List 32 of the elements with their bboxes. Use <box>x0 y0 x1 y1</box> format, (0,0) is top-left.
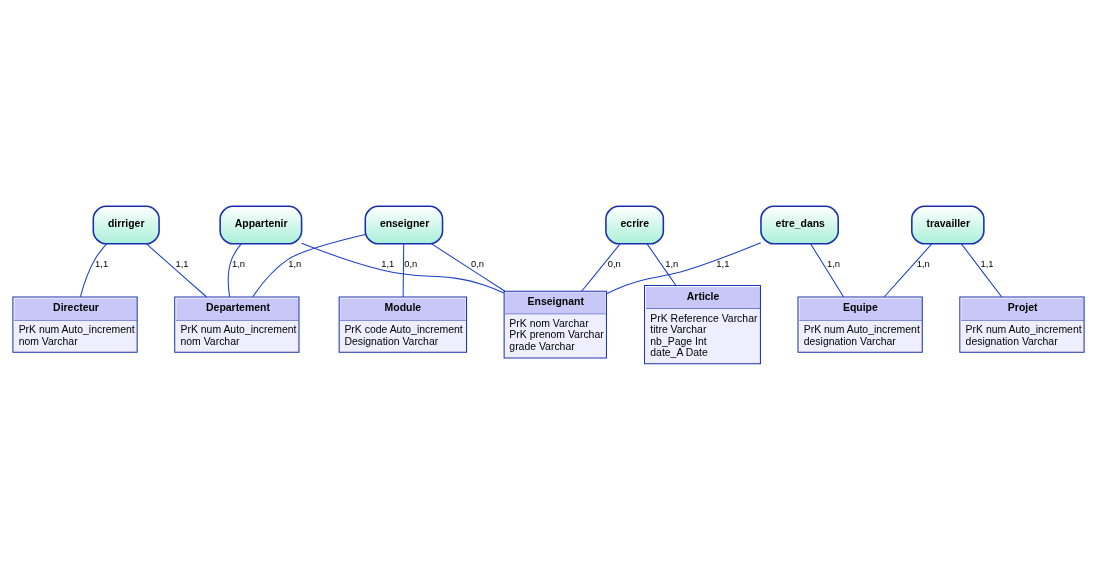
connector <box>402 243 405 298</box>
connector <box>79 243 108 298</box>
connector <box>431 243 506 292</box>
node-box: ecrire <box>605 205 665 245</box>
connector <box>252 234 366 298</box>
connector <box>646 243 677 286</box>
edge-label: 0,n <box>404 257 418 269</box>
connector <box>581 243 621 292</box>
node-box: etre_dans <box>760 205 839 245</box>
edge-label: 1,1 <box>716 257 730 269</box>
connector <box>960 243 1003 298</box>
connector <box>227 243 242 298</box>
node-box: dirriger <box>92 205 160 245</box>
connector <box>606 242 762 295</box>
node-box: enseigner <box>364 205 444 245</box>
connector <box>810 243 845 298</box>
edge-label: 1,1 <box>381 257 395 269</box>
node-box: travailler <box>911 205 985 245</box>
edge-label: 1,1 <box>95 257 109 269</box>
edge-label: 0,n <box>607 257 621 269</box>
edge-label: 1,n <box>231 257 245 269</box>
edge-label: 1,n <box>916 257 930 269</box>
edge-label: 1,n <box>288 257 302 269</box>
node-box: Appartenir <box>219 205 303 245</box>
connector <box>145 243 208 298</box>
edge-label: 1,1 <box>175 257 189 269</box>
edge-label: 0,n <box>470 257 485 269</box>
connector <box>301 242 505 294</box>
edge-label: 1,n <box>827 257 841 269</box>
connector <box>883 243 933 298</box>
edge-label: 1,1 <box>980 257 994 269</box>
edge-label: 1,n <box>665 257 679 269</box>
